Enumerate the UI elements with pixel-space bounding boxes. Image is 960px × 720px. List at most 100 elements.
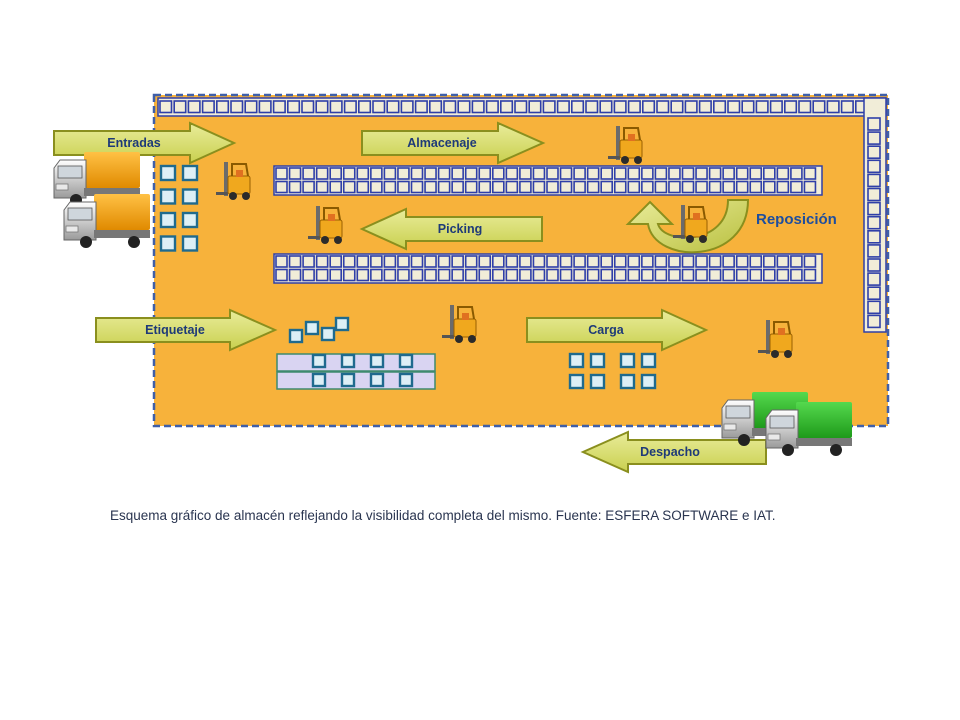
- rack-cell: [357, 100, 372, 114]
- rack-cell: [272, 100, 286, 114]
- rack-cell: [790, 268, 803, 282]
- rack-cell: [356, 167, 370, 180]
- rack-cell: [573, 268, 586, 282]
- rack-cell: [532, 268, 546, 282]
- rack-cell: [668, 167, 681, 180]
- conveyor-pallets: [311, 353, 414, 388]
- pallet-icon: [311, 372, 327, 388]
- rack-cell: [546, 180, 559, 194]
- rack-cell: [613, 268, 627, 282]
- rack-cell: [627, 167, 641, 180]
- pallet-icon: [311, 353, 327, 369]
- rack-cell: [599, 100, 613, 114]
- rack-cell: [315, 268, 329, 282]
- rack-cell: [370, 167, 383, 180]
- pallet-icon: [568, 373, 585, 390]
- rack-cell: [681, 167, 695, 180]
- rack-cell: [288, 167, 302, 180]
- rack-cell: [329, 268, 343, 282]
- rack-cell: [749, 255, 763, 268]
- rack-cell: [585, 100, 599, 114]
- pallet-icon: [304, 320, 320, 336]
- despacho-label: Despacho: [640, 445, 700, 459]
- pallet-icon: [619, 352, 636, 369]
- rack-cell: [505, 180, 519, 194]
- rack-cell: [542, 100, 556, 114]
- rack-cell: [803, 167, 817, 180]
- rack-cell: [735, 180, 749, 194]
- rack-cell: [275, 167, 288, 180]
- rack-cell: [356, 180, 370, 194]
- reposicion-curved-arrow: [625, 199, 750, 254]
- rack-cell: [556, 100, 570, 114]
- rack-cell: [641, 268, 654, 282]
- rack-cell: [464, 255, 478, 268]
- rack-cell: [410, 268, 424, 282]
- rack-cell: [656, 100, 670, 114]
- rack-cell: [437, 167, 451, 180]
- forklift-icon: [758, 320, 793, 358]
- rack-cell: [749, 180, 763, 194]
- rack-cell: [414, 100, 428, 114]
- perimeter-rack-top: [157, 97, 887, 117]
- rack-cell: [532, 255, 546, 268]
- rack-cell: [762, 180, 776, 194]
- rack-cell: [505, 268, 519, 282]
- rack-cell: [826, 100, 840, 114]
- rack-cell: [244, 100, 258, 114]
- rack-cell: [437, 268, 451, 282]
- storage-rack-aisle-1: [273, 165, 823, 196]
- rack-cell: [230, 100, 244, 114]
- forklifts: [216, 126, 793, 358]
- rack-cell: [315, 180, 329, 194]
- rack-cell: [491, 268, 505, 282]
- rack-cell: [329, 100, 343, 114]
- rack-cell: [695, 167, 708, 180]
- rack-cell: [485, 100, 499, 114]
- rack-cell: [397, 167, 410, 180]
- rack-cell: [301, 100, 315, 114]
- rack-cell: [424, 255, 437, 268]
- rack-cell: [600, 255, 614, 268]
- rack-cell: [410, 167, 424, 180]
- rack-cell: [570, 100, 585, 114]
- forklift-icon: [442, 305, 477, 343]
- rack-cell: [329, 167, 343, 180]
- rack-cell: [684, 100, 698, 114]
- rack-cell: [464, 180, 478, 194]
- pallet-icon: [159, 211, 177, 229]
- rack-cell: [803, 180, 817, 194]
- rack-cell: [428, 100, 443, 114]
- pallet-icon: [340, 372, 356, 388]
- storage-rack-aisle-2: [273, 253, 823, 284]
- rack-cell: [776, 167, 790, 180]
- pallet-icon: [159, 235, 177, 252]
- pallet-icon: [568, 352, 585, 369]
- rack-cell: [798, 100, 812, 114]
- rack-cell: [812, 100, 826, 114]
- rack-cell: [514, 100, 528, 114]
- rack-cell: [867, 131, 881, 145]
- pallet-icon: [589, 373, 606, 390]
- rack-cell: [654, 167, 668, 180]
- rack-cell: [528, 100, 542, 114]
- almacenaje-label: Almacenaje: [407, 136, 477, 150]
- rack-cell: [275, 255, 288, 268]
- pallet-icon: [398, 372, 414, 388]
- rack-cell: [478, 268, 492, 282]
- rack-cell: [867, 230, 881, 244]
- pallet-icon: [334, 316, 350, 332]
- rack-cell: [783, 100, 798, 114]
- rack-cell: [803, 255, 817, 268]
- carga-label: Carga: [588, 323, 624, 337]
- rack-cell: [451, 167, 464, 180]
- rack-cell: [613, 180, 627, 194]
- etiquetaje-label: Etiquetaje: [145, 323, 205, 337]
- rack-cell: [478, 255, 492, 268]
- rack-cell: [499, 100, 514, 114]
- rack-cell: [397, 180, 410, 194]
- rack-cell: [302, 268, 315, 282]
- rack-cell: [867, 286, 881, 301]
- rack-cell: [641, 180, 654, 194]
- rack-cell: [867, 117, 881, 131]
